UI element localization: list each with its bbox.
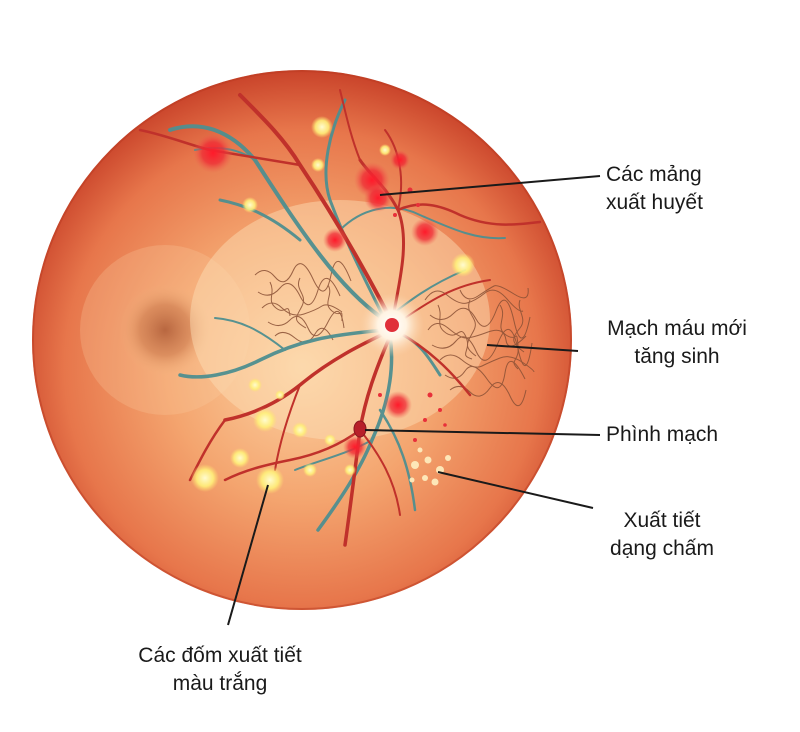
label-hemorrhage-line1: Các mảng xyxy=(606,163,702,186)
label-microaneurysm: Phình mạch xyxy=(606,421,718,449)
pointer-hemorrhage xyxy=(379,175,601,196)
label-neovascularization: Mạch máu mới tăng sinh xyxy=(582,315,772,371)
label-hemorrhage-line2: xuất huyết xyxy=(606,191,703,214)
macula xyxy=(119,284,211,376)
label-cotton-wool-line2: màu trắng xyxy=(172,672,268,695)
neovascular-tangle-right xyxy=(424,285,535,406)
retina-disk xyxy=(32,70,572,610)
red-dots xyxy=(378,187,447,442)
pointer-microaneurysm xyxy=(364,429,601,436)
label-neovascularization-line2: tăng sinh xyxy=(634,345,720,368)
label-dot-exudate: Xuất tiết dạng chấm xyxy=(592,507,732,563)
central-glow xyxy=(190,200,490,440)
label-neovascularization-line1: Mạch máu mới xyxy=(607,317,747,340)
pointer-neovascularization xyxy=(486,344,579,352)
pointer-lines xyxy=(227,175,601,626)
label-cotton-wool-line1: Các đốm xuất tiết xyxy=(138,644,302,667)
label-microaneurysm-line1: Phình mạch xyxy=(606,423,719,446)
optic-disc-center xyxy=(385,318,399,332)
hemorrhages xyxy=(193,133,439,459)
exudates xyxy=(191,116,475,494)
retina-rim xyxy=(32,70,572,610)
label-dot-exudate-line1: Xuất tiết xyxy=(623,509,701,532)
label-hemorrhage: Các mảng xuất huyết xyxy=(606,161,703,217)
macula-glow xyxy=(80,245,250,415)
microaneurysm xyxy=(353,420,367,438)
pointer-dot-exudate xyxy=(437,471,594,509)
label-dot-exudate-line2: dạng chấm xyxy=(610,537,714,560)
pointer-cotton-wool xyxy=(227,484,269,626)
label-cotton-wool: Các đốm xuất tiết màu trắng xyxy=(100,642,340,698)
